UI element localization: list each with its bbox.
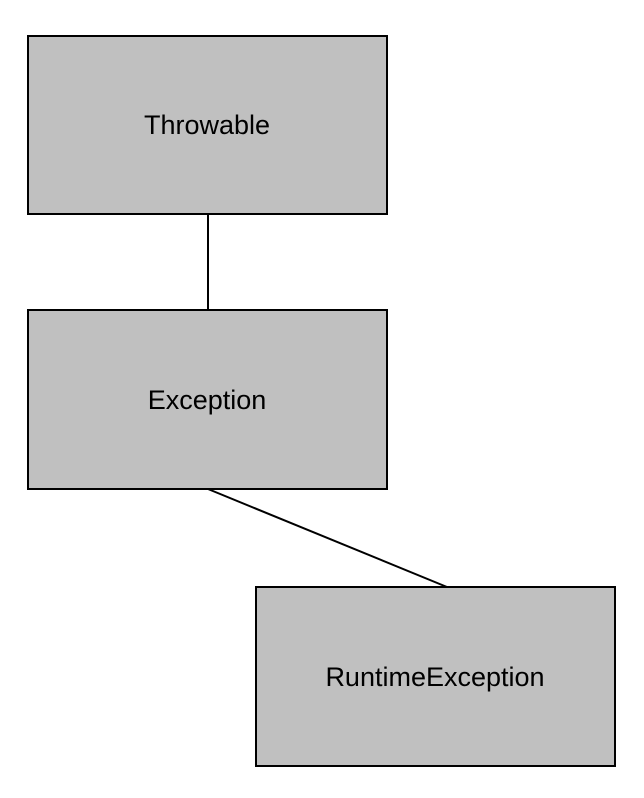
- node-throwable-label: Throwable: [144, 110, 270, 140]
- node-exception-label: Exception: [148, 385, 267, 415]
- edge-exception-runtimeexception: [207, 488, 448, 588]
- node-runtimeexception: RuntimeException: [255, 586, 616, 767]
- node-exception-box: [27, 309, 388, 490]
- node-throwable-box: [27, 35, 388, 215]
- node-runtimeexception-box: [255, 586, 616, 767]
- node-runtimeexception-label: RuntimeException: [325, 662, 544, 692]
- node-exception: Exception: [27, 309, 388, 490]
- node-throwable: Throwable: [27, 35, 388, 215]
